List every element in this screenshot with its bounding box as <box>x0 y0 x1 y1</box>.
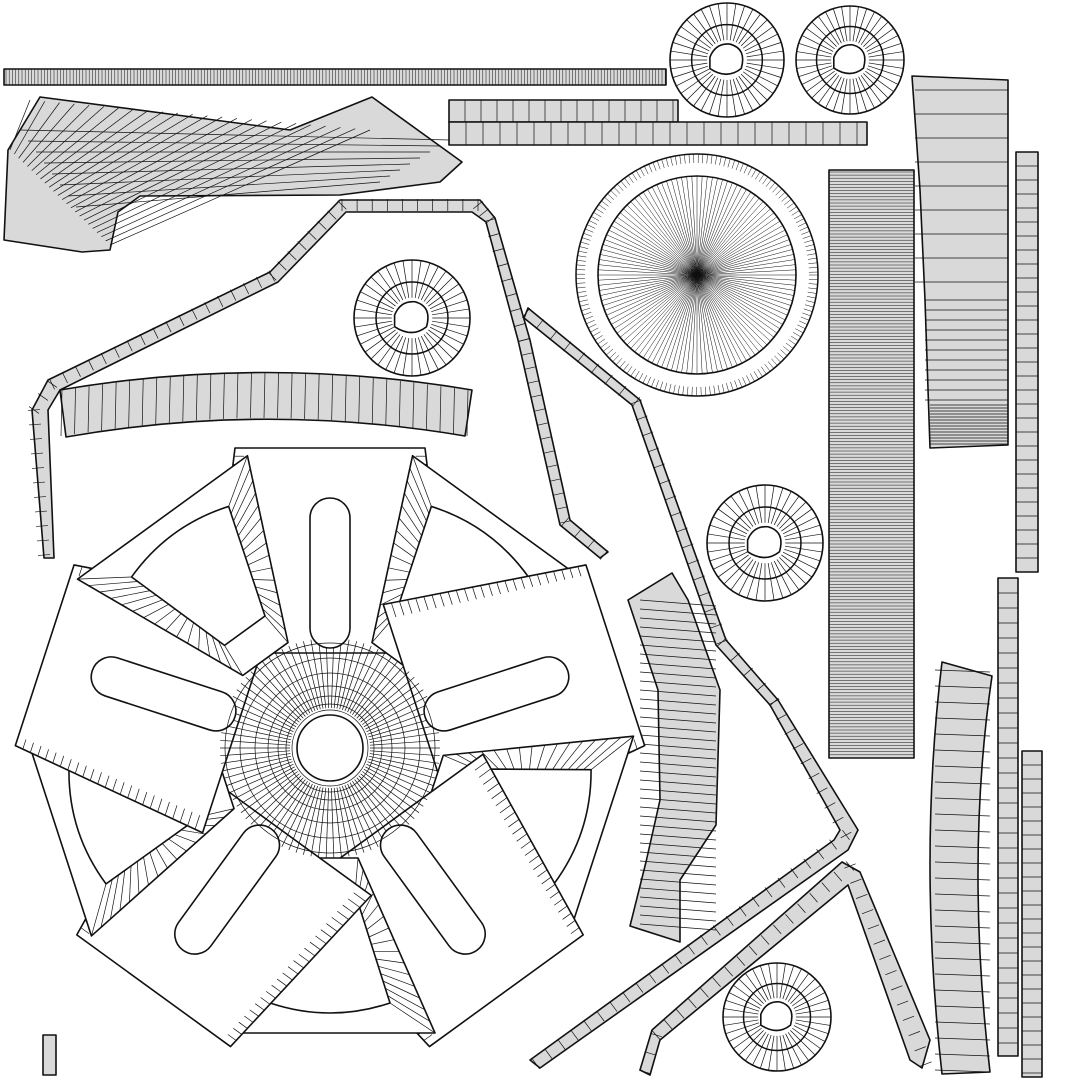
uv-island-vertical-dense-strip <box>828 169 915 759</box>
tread-disc <box>722 962 832 1072</box>
uv-island-upper-left-fender <box>3 96 463 253</box>
uv-island-fragment <box>42 1034 57 1076</box>
uv-island-left-bent-tube <box>27 199 609 560</box>
wheel-slot <box>90 656 237 732</box>
wheel-slot <box>379 824 486 955</box>
wheel-slot <box>174 824 281 955</box>
wheel-slot <box>423 656 570 732</box>
tread-disc <box>706 484 824 602</box>
uv-island-curved-tread-strip <box>59 371 473 438</box>
tread-disc <box>795 5 905 115</box>
uv-island-top-center-strip <box>448 99 868 146</box>
uv-island-center-mudguard <box>627 572 721 943</box>
uv-island-hub-rings <box>224 642 436 854</box>
tread-disc <box>669 2 785 118</box>
uv-island-top-long-strip <box>3 68 667 86</box>
wheel-slot <box>309 497 351 649</box>
uv-island-long-diagonal-tube <box>521 307 932 1076</box>
wheel-cutout <box>76 454 289 677</box>
uv-island-right-thin-strip <box>997 151 1043 1078</box>
tread-disc <box>353 259 471 377</box>
uv-island-wheel-spokes <box>14 447 646 1048</box>
uv-island-tread-disc <box>353 2 905 1072</box>
uv-island-rim-ring <box>575 153 819 397</box>
uv-island-bottom-right-curved-strip <box>929 661 993 1075</box>
uv-island-right-tall-panel <box>911 75 1009 449</box>
